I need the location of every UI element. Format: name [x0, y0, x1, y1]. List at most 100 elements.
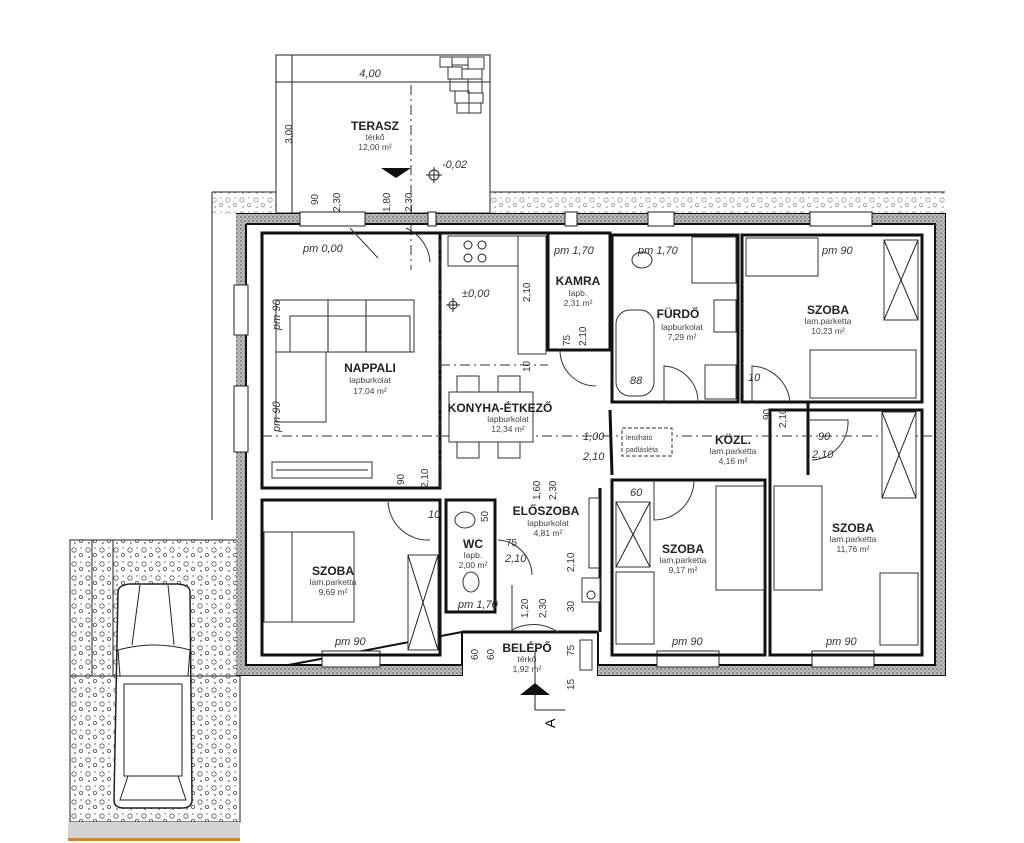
room-name-kamra: KAMRA [556, 274, 601, 288]
dim: 1,00 [583, 431, 605, 443]
room-area: 4,81 m² [534, 528, 563, 538]
room-area: 17,04 m² [353, 386, 387, 396]
dim: 2,10 [420, 468, 431, 488]
dim: 75 [562, 334, 573, 346]
room-area: 10,23 m² [811, 326, 845, 336]
bathtub [615, 309, 655, 397]
room-name-furdo: FÜRDŐ [657, 306, 700, 321]
room-floor-terasz: térkő [366, 132, 385, 142]
attic-hatch [621, 427, 673, 457]
dim: 88 [630, 375, 643, 387]
dim: 2,10 [504, 553, 527, 565]
dim-terrace-depth: 3,00 [284, 124, 295, 144]
attic-hatch-label-2: padlásléta [626, 447, 658, 454]
room-labels: NAPPALI lapburkolat 17,04 m² KONYHA-ÉTKE… [310, 274, 877, 674]
dim: 75 [506, 538, 518, 549]
section-mark-a: A [520, 650, 565, 728]
dim: 90 [762, 408, 773, 420]
dim: 1,20 [520, 598, 531, 618]
dim: 15 [566, 678, 577, 690]
dim: 60 [486, 648, 497, 660]
dim: pm 90 [271, 401, 283, 433]
dim: 30 [566, 600, 577, 612]
room-floor: lam.parketta [310, 577, 357, 587]
dim: 10 [428, 509, 441, 521]
room-name-eloszoba: ELŐSZOBA [513, 503, 580, 518]
dim: pm 90 [821, 245, 853, 257]
dim: pm 0,00 [302, 243, 344, 255]
dim: pm 90 [671, 636, 703, 648]
dim: 2,10 [778, 408, 789, 428]
dim-90a: 90 [310, 193, 321, 205]
room-area: 7,29 m² [668, 332, 697, 342]
room-area: 11,76 m² [837, 544, 870, 554]
dim-180: 1,80 [382, 192, 393, 212]
room-floor: lapburkolat [349, 375, 391, 385]
interior-walls [260, 231, 935, 657]
attic-hatch-label-1: letolható [626, 435, 653, 442]
level-terrace: -0,02 [442, 159, 467, 171]
room-name-wc: WC [463, 537, 483, 551]
room-floor: lapburkolat [661, 322, 703, 332]
room-area: 9,17 m² [669, 565, 698, 575]
level-marker-interior-icon [446, 298, 460, 312]
room-floor: lapb. [464, 550, 482, 560]
room-floor: lam.parketta [660, 555, 707, 565]
room-area: 9,69 m² [319, 587, 348, 597]
dim: 50 [480, 510, 491, 522]
dim: 75 [566, 644, 577, 656]
dim: pm 1,70 [457, 599, 499, 611]
furniture [263, 235, 919, 671]
dim: pm 90 [334, 636, 366, 648]
dim: 2,10 [582, 451, 605, 463]
section-label: A [542, 718, 558, 728]
dim: 2,10 [811, 449, 834, 461]
dim: pm 1,70 [553, 245, 595, 257]
ground-strip [211, 191, 945, 520]
room-area: 12,34 m² [491, 424, 525, 434]
dim-230b: 2,30 [404, 192, 415, 212]
dim: 2,10 [578, 326, 589, 346]
room-name-terasz: TERASZ [351, 119, 399, 133]
dim: pm 1,70 [637, 245, 679, 257]
dim: pm 90 [825, 636, 857, 648]
dim: 2,10 [522, 282, 533, 302]
room-floor: lam.parketta [710, 446, 757, 456]
room-name-belepo: BELÉPŐ [502, 640, 551, 655]
room-floor: lapb. [569, 288, 587, 298]
dim: 2,30 [538, 598, 549, 618]
dim: 1,60 [532, 480, 543, 500]
room-name-szoba-2: SZOBA [832, 521, 874, 535]
dim-230a: 2,30 [332, 192, 343, 212]
room-floor: lam.parketta [830, 534, 877, 544]
car-icon [113, 583, 193, 809]
entry-arrow-icon [381, 168, 411, 178]
room-area: 1,92 m² [513, 664, 542, 674]
room-area: 4,16 m² [719, 456, 748, 466]
room-name-nappali: NAPPALI [344, 361, 396, 375]
room-name-szoba-1: SZOBA [807, 303, 849, 317]
dim: 10 [748, 372, 761, 384]
room-area: 2,31 m² [564, 298, 593, 308]
carport [68, 539, 241, 841]
dim: 10 [522, 360, 533, 372]
dim: 2,30 [548, 480, 559, 500]
room-floor: lapburkolat [527, 518, 569, 528]
room-area-terasz: 12,00 m² [358, 142, 392, 152]
toilet [631, 251, 653, 269]
dim: 60 [630, 487, 643, 499]
room-floor: térkő [518, 654, 537, 664]
level-interior: ±0,00 [462, 288, 490, 300]
room-floor: lam.parketta [805, 316, 852, 326]
room-floor: lapburkolat [487, 414, 529, 424]
dim: 90 [818, 431, 831, 443]
dim: 90 [396, 473, 407, 485]
dining-table [448, 391, 534, 443]
dim: 2,10 [566, 552, 577, 572]
dim: 60 [470, 648, 481, 660]
doors [349, 227, 849, 633]
terrace: 4,00 3,00 TERASZ térkő 12,00 m² -0,02 90… [275, 54, 491, 270]
room-name-szoba-4: SZOBA [312, 564, 354, 578]
dim: pm 90 [271, 299, 283, 331]
